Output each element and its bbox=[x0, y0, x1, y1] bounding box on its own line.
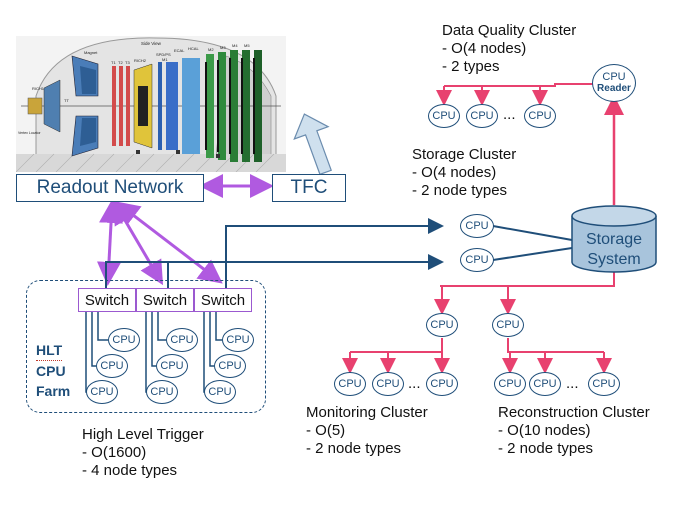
monitoring-cluster-text: Monitoring Cluster - O(5) - 2 node types bbox=[306, 404, 428, 458]
dq-cpu: CPU bbox=[466, 104, 498, 128]
reconstruction-cpu: CPU bbox=[494, 372, 526, 396]
switch-3: Switch bbox=[194, 288, 252, 312]
switch-label: Switch bbox=[200, 291, 246, 309]
readout-switch2-link bbox=[112, 199, 164, 286]
reconstruction-cluster-text: Reconstruction Cluster - O(10 nodes) - 2… bbox=[498, 404, 650, 458]
data-quality-title: Data Quality Cluster bbox=[442, 22, 577, 39]
reconstruction-ellipsis: ... bbox=[566, 375, 579, 392]
detector-label-spdps: SPD/PS bbox=[156, 52, 171, 57]
dq-cpu: CPU bbox=[524, 104, 556, 128]
high-level-trigger-text: High Level Trigger - O(1600) - 4 node ty… bbox=[82, 426, 204, 480]
reader-label: Reader bbox=[597, 83, 631, 94]
storage-system-line-1: Storage bbox=[585, 231, 643, 248]
storage-system: Storage System bbox=[570, 204, 658, 274]
detector-label-t3: T3 bbox=[125, 60, 130, 65]
switch-label: Switch bbox=[84, 291, 130, 309]
detector-label-m5: M5 bbox=[244, 43, 250, 48]
farm-cpu: CPU bbox=[146, 380, 178, 404]
monitoring-cluster-title: Monitoring Cluster bbox=[306, 404, 428, 421]
detector-label-m2: M2 bbox=[208, 47, 214, 52]
storage-system-line-2: System bbox=[587, 251, 641, 268]
detector-label-magnet: Magnet bbox=[84, 50, 98, 55]
detector-label-ecal: ECAL bbox=[174, 48, 185, 53]
readout-switch3-link bbox=[115, 201, 223, 284]
reconstruction-cluster-line: - 2 node types bbox=[498, 440, 594, 457]
detector-label-m1: M1 bbox=[162, 57, 168, 62]
detector-label-hcal: HCAL bbox=[188, 46, 199, 51]
storage-cluster-line: - O(4 nodes) bbox=[412, 164, 497, 181]
farm-cpu: CPU bbox=[156, 354, 188, 378]
reader-cpu-label: CPU bbox=[602, 71, 626, 83]
farm-cpu: CPU bbox=[108, 328, 140, 352]
switch-to-storage-link-lower bbox=[105, 254, 444, 288]
reco-tree bbox=[507, 338, 604, 353]
storage-cluster-title: Storage Cluster bbox=[412, 146, 517, 163]
monitoring-ellipsis: ... bbox=[408, 375, 421, 392]
monitoring-head-cpu: CPU bbox=[426, 313, 458, 337]
storage-to-processing-link bbox=[440, 272, 615, 287]
high-level-trigger-title: High Level Trigger bbox=[82, 426, 204, 443]
detector-label-velo: Vertex Locator bbox=[18, 131, 41, 135]
monitoring-cluster-line: - O(5) bbox=[306, 422, 346, 439]
detector-label-tt: TT bbox=[64, 98, 69, 103]
high-level-trigger-line: - 4 node types bbox=[82, 462, 178, 479]
storage-cpu2-to-system bbox=[492, 247, 573, 261]
dq-cpu: CPU bbox=[428, 104, 460, 128]
storage-cluster-line: - 2 node types bbox=[412, 182, 508, 199]
tfc-arrow-icon bbox=[293, 113, 332, 176]
detector-drawing: Side View Magnet RICH1 RICH2 SPD/PS ECAL… bbox=[15, 36, 286, 173]
switch-label: Switch bbox=[142, 291, 188, 309]
dq-ellipsis: ... bbox=[503, 106, 516, 123]
detector-label-side-view: Side View bbox=[141, 41, 162, 46]
mon-tree bbox=[350, 338, 443, 353]
hlt-farm-label: HLT CPU Farm bbox=[36, 340, 70, 401]
switch-2: Switch bbox=[136, 288, 194, 312]
storage-cluster-text: Storage Cluster - O(4 nodes) - 2 node ty… bbox=[412, 146, 516, 200]
farm-cpu: CPU bbox=[222, 328, 254, 352]
monitoring-cpu: CPU bbox=[372, 372, 404, 396]
farm-cpu: CPU bbox=[96, 354, 128, 378]
high-level-trigger-line: - O(1600) bbox=[82, 444, 147, 461]
reader-to-dq-link bbox=[444, 83, 594, 87]
hlt-farm-line-2: CPU bbox=[36, 363, 66, 379]
hlt-farm-line-3: Farm bbox=[36, 383, 71, 399]
reconstruction-head-cpu: CPU bbox=[492, 313, 524, 337]
reconstruction-cluster-title: Reconstruction Cluster bbox=[498, 404, 650, 421]
monitoring-cpu: CPU bbox=[426, 372, 458, 396]
detector-label-m3: M3 bbox=[220, 45, 226, 50]
monitoring-cpu: CPU bbox=[334, 372, 366, 396]
switch-1: Switch bbox=[78, 288, 136, 312]
detector-label-rich2: RICH2 bbox=[134, 58, 147, 63]
farm-cpu: CPU bbox=[204, 380, 236, 404]
data-quality-line: - O(4 nodes) bbox=[442, 40, 527, 57]
storage-cpu: CPU bbox=[460, 214, 494, 238]
monitoring-cluster-line: - 2 node types bbox=[306, 440, 402, 457]
readout-network-box: Readout Network bbox=[16, 174, 204, 202]
detector-image: Side View Magnet RICH1 RICH2 SPD/PS ECAL… bbox=[15, 36, 286, 173]
detector-label-t1: T1 bbox=[111, 60, 116, 65]
hlt-farm-line-1: HLT bbox=[36, 340, 63, 361]
hlt-farm-container bbox=[26, 280, 266, 413]
farm-cpu: CPU bbox=[166, 328, 198, 352]
reader-cpu: CPU Reader bbox=[592, 64, 636, 102]
tfc-box: TFC bbox=[272, 174, 346, 202]
detector-label-rich1: RICH1 bbox=[32, 86, 45, 91]
switch-to-storage-link-upper bbox=[225, 218, 444, 288]
farm-cpu: CPU bbox=[86, 380, 118, 404]
detector-label-t2: T2 bbox=[118, 60, 123, 65]
storage-cylinder-icon bbox=[571, 205, 657, 273]
storage-cpu1-to-system bbox=[492, 225, 573, 241]
storage-cpu: CPU bbox=[460, 248, 494, 272]
reconstruction-cpu: CPU bbox=[588, 372, 620, 396]
tfc-label: TFC bbox=[290, 177, 328, 198]
readout-switch1-link bbox=[96, 199, 124, 286]
data-quality-text: Data Quality Cluster - O(4 nodes) - 2 ty… bbox=[442, 22, 576, 76]
data-quality-line: - 2 types bbox=[442, 58, 500, 75]
detector-label-m4: M4 bbox=[232, 43, 238, 48]
reconstruction-cpu: CPU bbox=[529, 372, 561, 396]
readout-network-label: Readout Network bbox=[36, 177, 184, 198]
farm-cpu: CPU bbox=[214, 354, 246, 378]
reconstruction-cluster-line: - O(10 nodes) bbox=[498, 422, 591, 439]
